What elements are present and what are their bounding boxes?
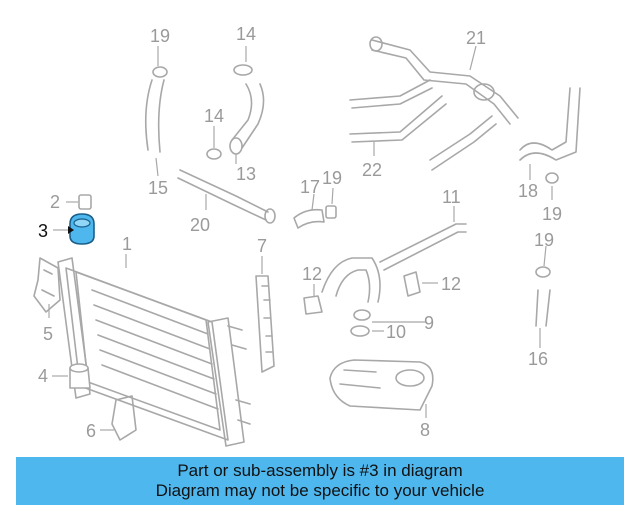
callout-13: 13 — [236, 164, 256, 184]
callout-1: 1 — [122, 234, 132, 254]
callout-14b: 14 — [204, 106, 224, 126]
callout-5: 5 — [43, 324, 53, 344]
banner-line-2: Diagram may not be specific to your vehi… — [155, 481, 485, 500]
callout-14a: 14 — [236, 24, 256, 44]
callout-16: 16 — [528, 349, 548, 369]
callout-22: 22 — [362, 160, 382, 180]
info-banner: Part or sub-assembly is #3 in diagram Di… — [16, 457, 624, 505]
part-18-hose — [519, 87, 581, 161]
callout-15: 15 — [148, 178, 168, 198]
radiator — [57, 257, 251, 447]
parts-diagram: 1 2 3 4 5 6 7 8 9 10 11 12 12 13 14 14 1… — [33, 24, 581, 447]
part-16-hose — [535, 289, 551, 327]
callout-19c: 19 — [542, 204, 562, 224]
leader-lines — [48, 45, 553, 431]
callout-18: 18 — [518, 181, 538, 201]
part-5-bracket — [33, 257, 61, 313]
part-14-clamps — [206, 64, 253, 160]
callout-20: 20 — [190, 215, 210, 235]
part-22-pipe — [349, 95, 497, 171]
part-13-hose — [229, 83, 265, 155]
part-10-seals — [350, 309, 371, 337]
lower-hose — [321, 257, 381, 303]
callout-10: 10 — [386, 322, 406, 342]
part-21-pipe-assembly — [349, 36, 519, 125]
part-4-mount — [69, 363, 91, 389]
part-2-plug — [78, 194, 92, 210]
callout-12a: 12 — [302, 264, 322, 284]
part-20-pipe — [177, 169, 276, 224]
banner-line-1: Part or sub-assembly is #3 in diagram — [177, 461, 463, 480]
callout-12b: 12 — [441, 274, 461, 294]
callout-8: 8 — [420, 420, 430, 440]
callout-19d: 19 — [534, 230, 554, 250]
callout-6: 6 — [86, 421, 96, 441]
part-17-hose — [293, 208, 325, 229]
part-3-highlighted — [69, 213, 95, 245]
part-11-pipe — [379, 223, 467, 271]
part-15-hose — [144, 79, 165, 153]
callout-2: 2 — [50, 192, 60, 212]
part-8-expansion-tank — [329, 359, 434, 411]
callout-21: 21 — [466, 28, 486, 48]
callout-17: 17 — [300, 177, 320, 197]
callout-19b: 19 — [322, 168, 342, 188]
part-19-clamps — [152, 66, 559, 278]
callout-4: 4 — [38, 366, 48, 386]
callout-19a: 19 — [150, 26, 170, 46]
part-12-clamps — [303, 271, 421, 315]
callout-11: 11 — [442, 187, 461, 207]
callout-7: 7 — [257, 236, 267, 256]
part-7-air-guide — [255, 275, 275, 373]
part-6-bracket — [111, 395, 137, 441]
callout-3: 3 — [38, 221, 48, 241]
callout-9: 9 — [424, 313, 434, 333]
